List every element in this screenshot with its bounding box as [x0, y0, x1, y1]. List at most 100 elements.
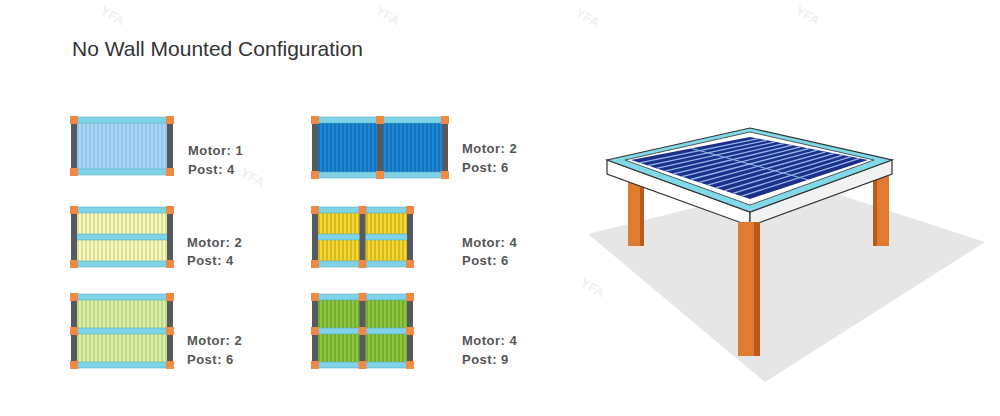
side-beam [71, 297, 77, 365]
post-square [311, 116, 319, 124]
slat-line [359, 120, 360, 175]
slat-line [130, 120, 131, 172]
post-square [359, 260, 367, 268]
side-beam [167, 210, 173, 264]
slat-line [371, 120, 372, 175]
slat-line [98, 120, 99, 172]
louver-fill [74, 210, 170, 264]
beam [315, 207, 410, 213]
post-square [311, 361, 319, 369]
slat-line [407, 120, 408, 175]
slat-line [138, 120, 139, 172]
louver-fill [315, 210, 410, 264]
side-beam [312, 297, 318, 365]
spec-label: Motor: 2 [462, 141, 517, 156]
post-square [359, 327, 367, 335]
post-square [376, 171, 384, 179]
slat-line [423, 120, 424, 175]
spec-label: Motor: 4 [462, 235, 517, 250]
beam [74, 294, 170, 300]
slat-line [327, 120, 328, 175]
post-side [640, 178, 644, 246]
post-square [166, 327, 174, 335]
slat-line [343, 120, 344, 175]
post-square [311, 171, 319, 179]
post-square [166, 206, 174, 214]
slat-line [102, 120, 103, 172]
slat-line [142, 120, 143, 172]
slat-line [150, 120, 151, 172]
slat-line [86, 120, 87, 172]
side-beam [442, 120, 448, 175]
slat-line [331, 120, 332, 175]
slat-line [355, 120, 356, 175]
post-square [166, 116, 174, 124]
slat-line [431, 120, 432, 175]
side-beam [167, 297, 173, 365]
beam [74, 117, 170, 123]
post-square [166, 361, 174, 369]
slat-line [126, 120, 127, 172]
spec-label: Motor: 2 [187, 333, 242, 348]
slat-line [395, 120, 396, 175]
beam [74, 261, 170, 267]
post-square [311, 260, 319, 268]
post-square [376, 116, 384, 124]
post-square [359, 206, 367, 214]
side-beam [377, 120, 383, 175]
post [877, 168, 889, 246]
side-beam [407, 210, 413, 264]
slat-line [339, 120, 340, 175]
slat-line [351, 120, 352, 175]
slat-line [82, 120, 83, 172]
watermark: YFA [98, 3, 127, 29]
post-square [70, 293, 78, 301]
side-beam [312, 210, 318, 264]
beam [74, 328, 170, 334]
slat-line [154, 120, 155, 172]
slat-line [146, 120, 147, 172]
spec-label: Post: 6 [462, 253, 509, 268]
watermark: YFA [238, 165, 267, 191]
slat-line [367, 120, 368, 175]
slat-line [439, 120, 440, 175]
beam [74, 362, 170, 368]
side-beam [360, 210, 366, 264]
post-square [70, 260, 78, 268]
post-square [441, 171, 449, 179]
spec-label: Post: 9 [462, 352, 509, 367]
watermark: YFA [578, 275, 607, 301]
watermark: YFA [373, 3, 402, 29]
post-square [166, 260, 174, 268]
spec-label: Post: 6 [462, 160, 509, 175]
post [738, 222, 754, 356]
pergola-3d [588, 128, 985, 382]
post-square [441, 116, 449, 124]
slat-line [403, 120, 404, 175]
slat-line [399, 120, 400, 175]
beam [315, 117, 445, 123]
post-square [70, 116, 78, 124]
side-beam [360, 297, 366, 365]
post-square [406, 361, 414, 369]
beam [74, 234, 170, 240]
slat-line [391, 120, 392, 175]
slat-line [122, 120, 123, 172]
post-square [70, 327, 78, 335]
louver-area [631, 137, 868, 199]
post-square [70, 168, 78, 176]
slat-line [106, 120, 107, 172]
beam [315, 362, 410, 368]
slat-line [387, 120, 388, 175]
beam [74, 207, 170, 213]
slat-line [411, 120, 412, 175]
slat [691, 149, 810, 180]
page-title: No Wall Mounted Configuration [72, 37, 363, 61]
post-square [406, 293, 414, 301]
slat-line [158, 120, 159, 172]
post-side [754, 222, 760, 356]
post-square [166, 293, 174, 301]
post-square [406, 260, 414, 268]
slat-line [375, 120, 376, 175]
post-square [359, 361, 367, 369]
